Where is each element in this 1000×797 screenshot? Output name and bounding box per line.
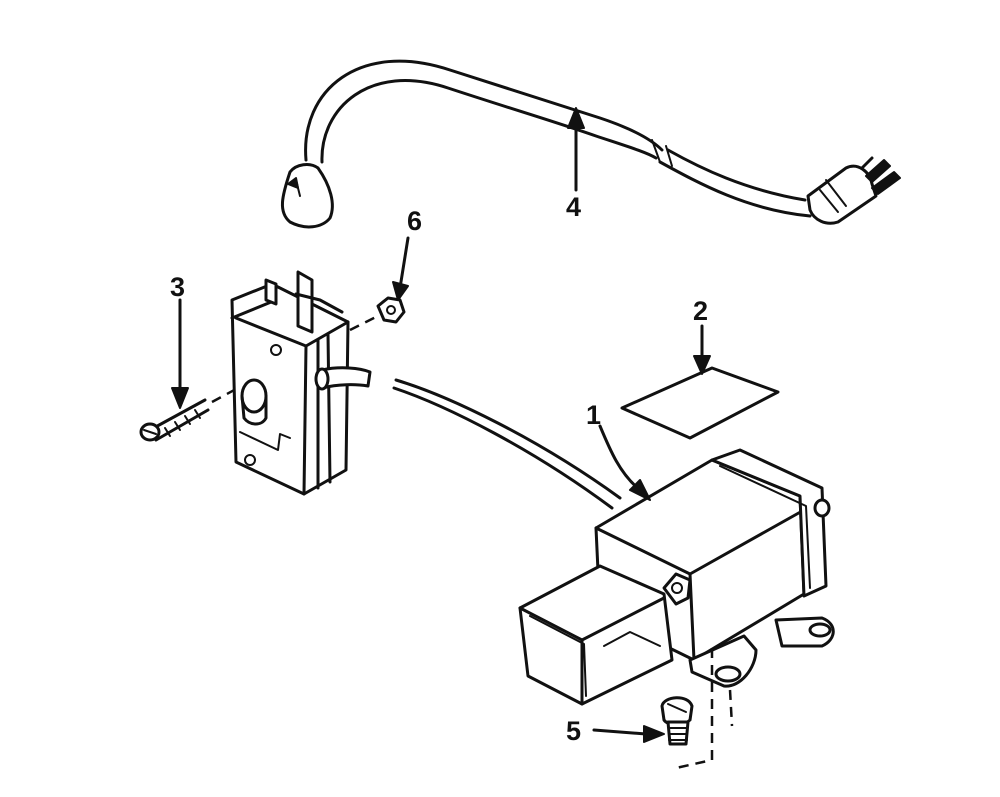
motor-part-1 (518, 448, 835, 770)
mounting-screw-part-5 (660, 696, 694, 746)
motor-lead-wire (392, 378, 622, 510)
callout-1: 1 (586, 400, 601, 430)
callout-2: 2 (693, 296, 708, 326)
nut-part-6 (349, 296, 406, 332)
callout-leaders (171, 107, 711, 743)
callout-6: 6 (407, 206, 422, 236)
decal-part-2 (620, 366, 780, 440)
callout-labels: 1 2 3 4 5 6 (170, 192, 708, 746)
callout-5: 5 (566, 716, 581, 746)
callout-4: 4 (566, 192, 581, 222)
switch-housing (230, 270, 372, 496)
power-cord-part-4 (281, 59, 901, 229)
screw-part-3 (139, 386, 239, 442)
callout-3: 3 (170, 272, 185, 302)
